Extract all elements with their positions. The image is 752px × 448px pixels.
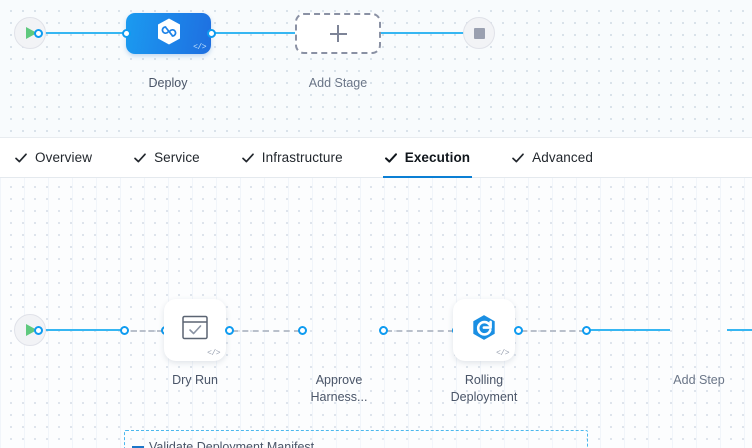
step-node-dry-run[interactable]: </> (164, 299, 226, 361)
stage-port-start-out[interactable] (34, 28, 43, 38)
play-icon (26, 324, 37, 336)
step-port-rolling-out[interactable] (514, 325, 523, 335)
stage-port-deploy-in[interactable] (121, 28, 131, 38)
stage-node-deploy-label: Deploy (148, 76, 188, 90)
harness-hexagon-icon (156, 17, 182, 50)
dry-run-code-glyph: </> (207, 349, 220, 358)
tab-infrastructure-label: Infrastructure (261, 150, 343, 165)
step-group-header[interactable]: Validate Deployment Manifest (132, 440, 314, 448)
tab-service-label: Service (154, 150, 200, 165)
step-port-group-in[interactable] (120, 325, 129, 335)
rolling-deployment-icon (470, 314, 498, 347)
deploy-code-glyph: </> (193, 43, 206, 52)
stage-link-deploy-addstage (208, 32, 300, 34)
tab-overview[interactable]: Overview (14, 138, 92, 178)
stop-icon (473, 27, 485, 39)
tab-service[interactable]: Service (133, 138, 200, 178)
step-link-dryrun-approve (232, 330, 300, 332)
tab-advanced[interactable]: Advanced (511, 138, 593, 178)
minus-icon[interactable] (132, 446, 144, 448)
stage-port-deploy-out[interactable] (206, 28, 216, 38)
step-node-dry-run-label: Dry Run (172, 373, 218, 387)
stage-link-start-deploy (38, 32, 130, 34)
stage-canvas[interactable]: </> Deploy Add Stage (0, 0, 752, 137)
check-icon (384, 151, 398, 165)
tab-advanced-label: Advanced (532, 150, 593, 165)
check-icon (511, 151, 525, 165)
check-icon (14, 151, 28, 165)
stage-node-deploy[interactable]: </> (126, 13, 211, 54)
check-icon (241, 151, 255, 165)
step-node-rolling-deployment[interactable]: </> (453, 299, 515, 361)
execution-canvas[interactable]: Validate Deployment Manifest (0, 178, 752, 448)
tab-execution-label: Execution (404, 150, 471, 165)
add-stage-label: Add Stage (308, 76, 368, 90)
tab-overview-label: Overview (35, 150, 93, 165)
step-link-rolling-groupout (521, 330, 585, 332)
step-port-group-out[interactable] (582, 325, 591, 335)
check-icon (133, 151, 147, 165)
step-group-title: Validate Deployment Manifest (149, 440, 315, 448)
step-node-rolling-deployment-label: Rolling Deployment (450, 373, 518, 404)
step-link-addstep-next (727, 329, 752, 331)
step-port-approve-in[interactable] (298, 325, 307, 335)
step-link-approve-rolling (386, 330, 454, 332)
pipeline-end-node[interactable] (463, 17, 495, 49)
step-group-validate-deployment-manifest[interactable] (124, 430, 588, 448)
tab-active-underline (382, 175, 473, 179)
tab-infrastructure[interactable]: Infrastructure (241, 138, 343, 178)
tab-execution[interactable]: Execution (382, 138, 473, 179)
stage-config-tabs: Overview Service Infrastructure Executio… (0, 137, 752, 179)
step-port-dryrun-out[interactable] (225, 325, 234, 335)
stage-link-addstage-end (378, 32, 470, 34)
rolling-deployment-code-glyph: </> (496, 349, 509, 358)
window-check-icon (182, 315, 208, 345)
step-link-start-group (38, 329, 126, 331)
add-stage-button[interactable] (295, 13, 381, 54)
step-port-approve-out[interactable] (379, 325, 388, 335)
step-node-approve-harness-label: Approve Harness... (310, 373, 368, 404)
step-port-start-out[interactable] (34, 325, 43, 335)
play-icon (26, 27, 37, 39)
add-step-label: Add Step (673, 373, 725, 387)
step-link-groupin-dryrun (131, 330, 163, 332)
step-link-group-addstep (589, 329, 670, 331)
